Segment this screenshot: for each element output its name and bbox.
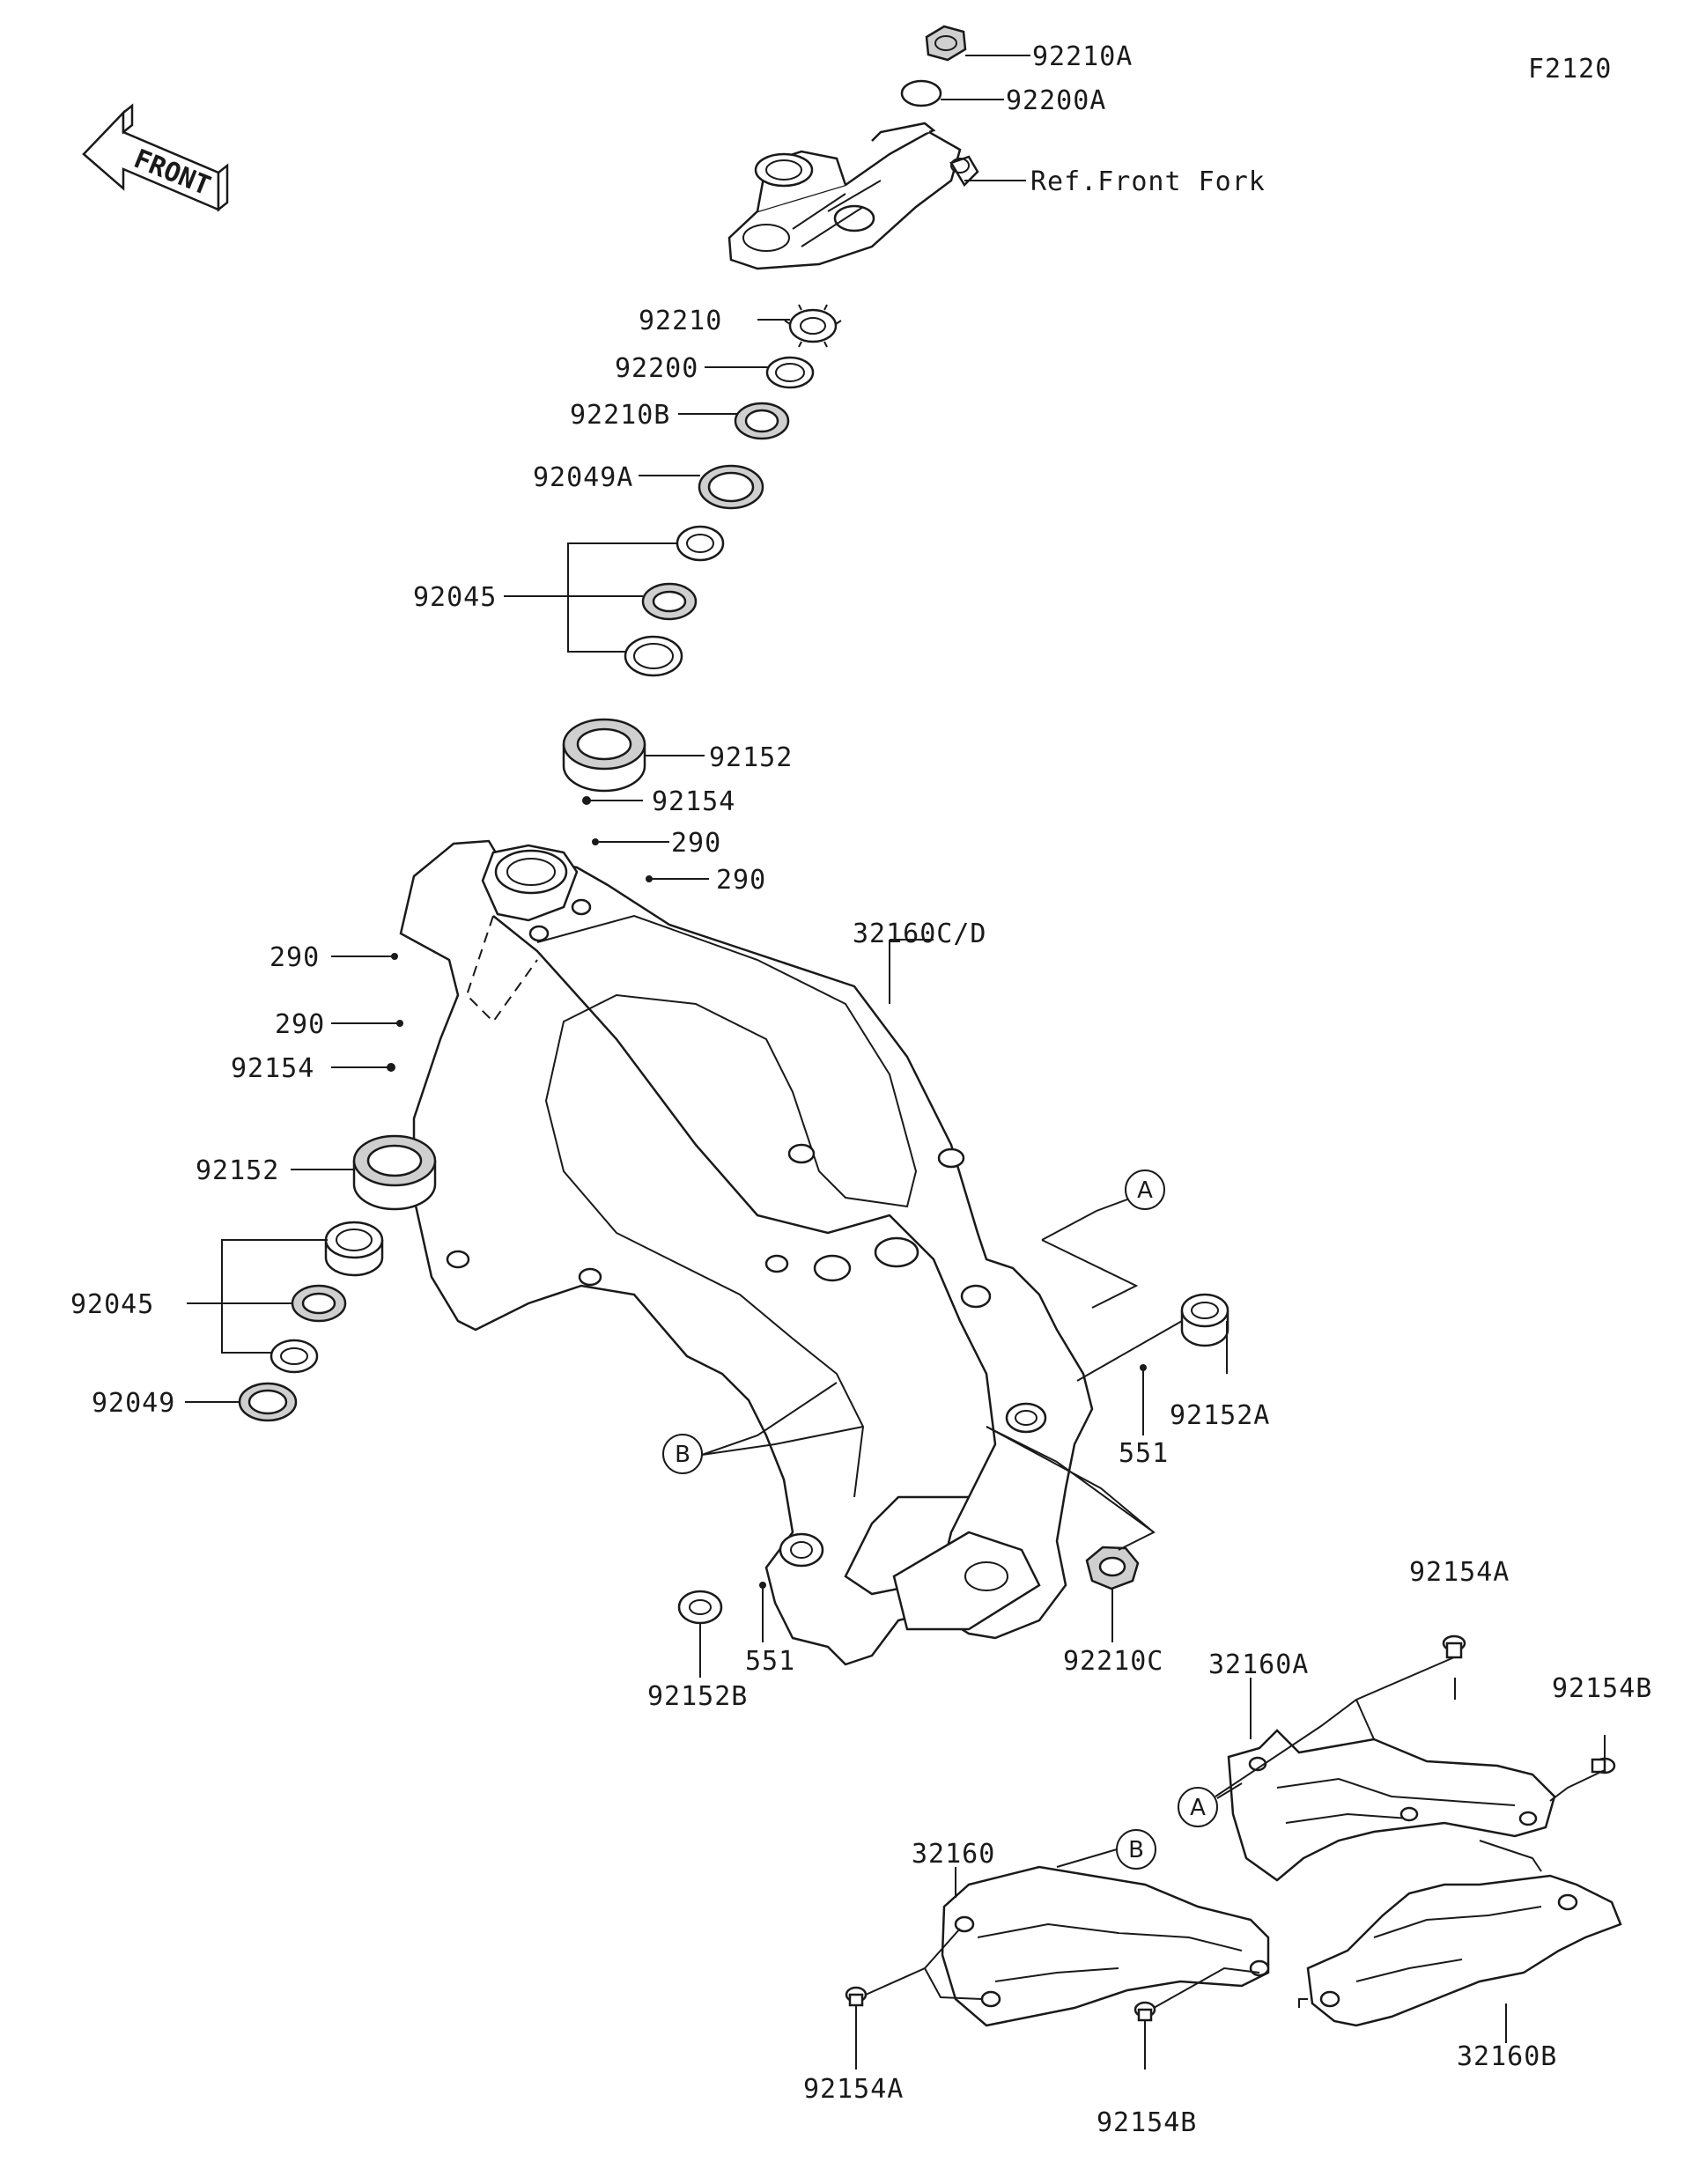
label-92154-upper: 92154 <box>652 786 735 817</box>
callout-a-upper: A <box>1125 1169 1165 1210</box>
label-32160A: 32160A <box>1208 1649 1309 1680</box>
cover-32160B <box>1306 1874 1622 2027</box>
label-92154-mid: 92154 <box>231 1053 314 1084</box>
washer-92200A <box>900 79 942 107</box>
label-92210C: 92210C <box>1063 1646 1163 1677</box>
svg-text:A: A <box>1190 1795 1206 1821</box>
label-92154A-right: 92154A <box>1409 1557 1510 1588</box>
svg-text:B: B <box>675 1442 690 1468</box>
label-92154A-bottom: 92154A <box>803 2074 904 2105</box>
nut-92210 <box>784 304 842 348</box>
main-frame <box>399 839 1094 1666</box>
callout-a-lower: A <box>1178 1787 1218 1827</box>
label-92210: 92210 <box>639 306 722 336</box>
nut-92210B <box>734 402 790 440</box>
bolt-92154B-bottom <box>1133 2001 1156 2022</box>
label-92045-lower: 92045 <box>70 1289 154 1320</box>
bearing-92045-lower <box>270 1221 384 1374</box>
label-92154B-right: 92154B <box>1552 1673 1652 1704</box>
collar-92152B <box>677 1590 723 1625</box>
label-290-d: 290 <box>275 1009 325 1040</box>
label-92210A: 92210A <box>1032 41 1133 72</box>
top-nut-92210A <box>925 25 967 62</box>
bearing-92045-upper <box>624 525 725 677</box>
label-32160: 32160 <box>912 1839 995 1870</box>
upper-triple-clamp <box>727 122 979 270</box>
cover-32160A <box>1227 1729 1556 1882</box>
label-551-right: 551 <box>1119 1438 1169 1469</box>
cover-32160 <box>941 1865 1270 2027</box>
label-ref-front-fork: Ref.Front Fork <box>1030 166 1266 197</box>
nut-92210C <box>1085 1546 1140 1590</box>
bolt-92154A-bottom <box>845 1986 868 2007</box>
label-290-c: 290 <box>270 942 320 973</box>
seal-92049 <box>238 1382 298 1422</box>
bolt-92154A-right <box>1442 1634 1466 1659</box>
label-551-left: 551 <box>745 1646 795 1677</box>
label-290-b: 290 <box>716 865 766 896</box>
label-92045-upper: 92045 <box>413 582 497 613</box>
label-92152A: 92152A <box>1170 1400 1270 1431</box>
lock-washer-92200 <box>765 356 815 389</box>
label-290-a: 290 <box>671 828 721 859</box>
label-92210B: 92210B <box>570 400 670 431</box>
svg-text:B: B <box>1128 1837 1144 1863</box>
part-labels: 92210A 92200A Ref.Front Fork 92210 92200… <box>70 41 1652 2138</box>
race-92152-upper <box>562 718 646 793</box>
collar-92152A <box>1180 1293 1229 1347</box>
label-32160B: 32160B <box>1457 2041 1557 2072</box>
svg-text:A: A <box>1137 1177 1153 1204</box>
callout-b-lower: B <box>1116 1829 1156 1870</box>
front-arrow-icon: FRONT <box>82 103 229 212</box>
label-92200A: 92200A <box>1006 85 1106 116</box>
label-92049A: 92049A <box>533 462 633 493</box>
figure-code: F2120 <box>1528 54 1612 85</box>
label-92200: 92200 <box>615 353 698 384</box>
label-92152-lower: 92152 <box>196 1155 279 1186</box>
seal-92049A <box>698 464 764 510</box>
label-92154B-bottom: 92154B <box>1097 2107 1197 2138</box>
label-92152-upper: 92152 <box>709 742 793 773</box>
label-92152B: 92152B <box>647 1681 748 1712</box>
race-92152-lower <box>352 1134 437 1211</box>
label-92049: 92049 <box>92 1388 175 1419</box>
leader-lines <box>185 55 1606 2070</box>
label-32160CD: 32160C/D <box>853 919 987 949</box>
callout-b-upper: B <box>662 1434 703 1474</box>
